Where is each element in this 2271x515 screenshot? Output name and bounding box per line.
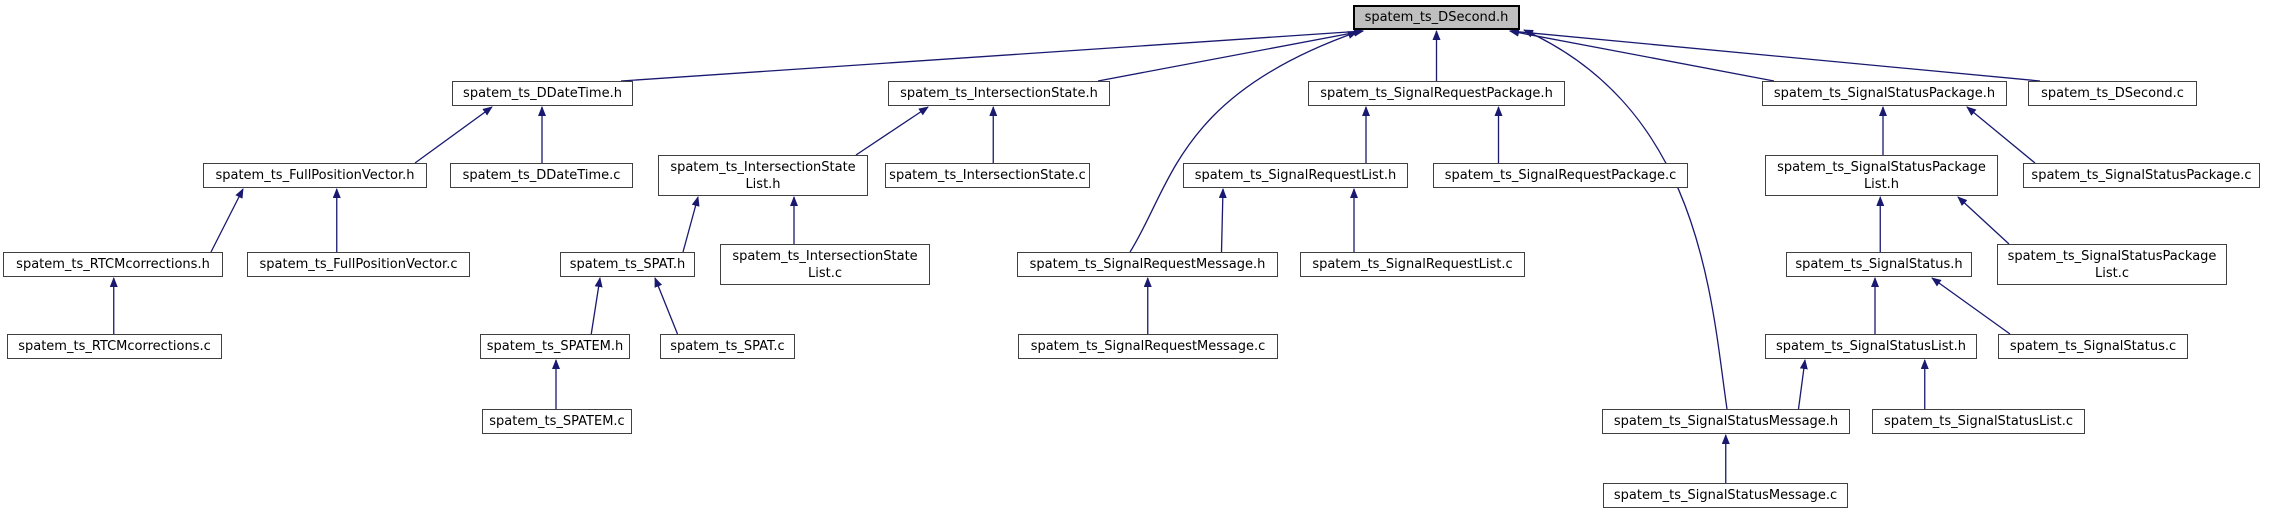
graph-node-label: spatem_ts_SignalStatusPackage.c [2031, 168, 2252, 183]
graph-node-signalstatuspackage-h[interactable]: spatem_ts_SignalStatusPackage.h [1762, 81, 2007, 106]
edge-rtcmcorrections-h-to-fullpositionvector-h [210, 188, 244, 253]
graph-node-label: spatem_ts_SignalStatus.c [2009, 339, 2177, 354]
edge-group [109, 27, 2041, 483]
graph-node-label: spatem_ts_IntersectionState [732, 248, 918, 264]
edge-dsecond-c-to-dsecond-h [1509, 27, 2041, 82]
graph-node-signalstatusmessage-c[interactable]: spatem_ts_SignalStatusMessage.c [1603, 483, 1848, 508]
graph-node-label: spatem_ts_FullPositionVector.c [259, 257, 458, 272]
graph-node-intersectionstate-c[interactable]: spatem_ts_IntersectionState.c [885, 163, 1090, 188]
graph-node-label: spatem_ts_SignalStatus.h [1795, 257, 1963, 272]
graph-node-label: spatem_ts_SignalRequestMessage.c [1030, 339, 1266, 354]
graph-node-spatem-c[interactable]: spatem_ts_SPATEM.c [482, 409, 632, 434]
edge-signalstatuspackage-c-to-signalstatuspackage-h [1966, 106, 2036, 164]
graph-node-label: spatem_ts_SignalStatusList.h [1775, 339, 1967, 354]
graph-node-signalstatuslist-c[interactable]: spatem_ts_SignalStatusList.c [1872, 409, 2085, 434]
graph-node-label: spatem_ts_IntersectionState [670, 159, 856, 175]
graph-node-signalstatus-h[interactable]: spatem_ts_SignalStatus.h [1786, 252, 1972, 277]
graph-node-label: spatem_ts_RTCMcorrections.h [16, 257, 210, 272]
graph-node-dsecond-c[interactable]: spatem_ts_DSecond.c [2028, 81, 2197, 106]
edge-signalstatusmessage-h-to-signalstatuslist-h [1797, 359, 1808, 410]
graph-node-label: spatem_ts_SPAT.h [569, 257, 686, 272]
graph-node-label: spatem_ts_SignalStatusMessage.h [1613, 414, 1839, 429]
graph-node-ddatetime-h[interactable]: spatem_ts_DDateTime.h [452, 81, 633, 106]
graph-node-label: spatem_ts_SignalRequestPackage.h [1320, 86, 1553, 101]
graph-node-label: spatem_ts_SignalRequestMessage.h [1029, 257, 1266, 272]
graph-node-signalrequestlist-c[interactable]: spatem_ts_SignalRequestList.c [1300, 252, 1525, 277]
graph-node-label: spatem_ts_SignalStatusMessage.c [1613, 488, 1838, 503]
graph-node-label: spatem_ts_SPAT.c [670, 339, 785, 354]
graph-node-signalrequestmessage-c[interactable]: spatem_ts_SignalRequestMessage.c [1018, 334, 1278, 359]
graph-node-spatem-h[interactable]: spatem_ts_SPATEM.h [480, 334, 630, 359]
graph-node-label: List.h [745, 176, 781, 192]
graph-node-signalrequestlist-h[interactable]: spatem_ts_SignalRequestList.h [1183, 163, 1408, 188]
graph-node-signalrequestpackage-c[interactable]: spatem_ts_SignalRequestPackage.c [1433, 163, 1688, 188]
graph-node-label: spatem_ts_SignalStatusList.c [1884, 414, 2073, 429]
graph-node-label: spatem_ts_SPATEM.h [486, 339, 624, 354]
graph-node-label: spatem_ts_SignalRequestList.c [1312, 257, 1513, 272]
graph-node-label: spatem_ts_IntersectionState.c [889, 168, 1086, 183]
graph-node-label: spatem_ts_DSecond.h [1364, 10, 1509, 25]
graph-node-label: List.c [807, 265, 842, 281]
edge-signalrequestmessage-h-to-dsecond-h [1129, 31, 1358, 253]
graph-node-signalstatuspackage-c[interactable]: spatem_ts_SignalStatusPackage.c [2023, 163, 2260, 188]
edge-intersectionstate-h-to-dsecond-h [1097, 28, 1364, 82]
edge-signalrequestmessage-h-to-signalrequestlist-h [1218, 188, 1227, 253]
graph-node-label: spatem_ts_FullPositionVector.h [215, 168, 415, 183]
graph-node-rtcmcorrections-h[interactable]: spatem_ts_RTCMcorrections.h [3, 252, 223, 277]
graph-node-label: spatem_ts_IntersectionState.h [900, 86, 1098, 101]
edge-signalstatusmessage-h-to-dsecond-h [1523, 29, 1728, 410]
graph-node-label: spatem_ts_SignalRequestList.h [1194, 168, 1397, 183]
edge-fullpositionvector-h-to-ddatetime-h [414, 106, 493, 164]
graph-node-signalrequestmessage-h[interactable]: spatem_ts_SignalRequestMessage.h [1017, 252, 1278, 277]
graph-node-signalrequestpackage-h[interactable]: spatem_ts_SignalRequestPackage.h [1308, 81, 1565, 106]
graph-node-label: List.h [1863, 176, 1900, 192]
graph-node-label: List.c [2094, 265, 2129, 281]
graph-node-signalstatus-c[interactable]: spatem_ts_SignalStatus.c [1998, 334, 2188, 359]
graph-node-dsecond-h[interactable]: spatem_ts_DSecond.h [1353, 5, 1520, 30]
graph-node-signalstatusmessage-h[interactable]: spatem_ts_SignalStatusMessage.h [1602, 409, 1850, 434]
graph-node-intersectionstate-h[interactable]: spatem_ts_IntersectionState.h [888, 81, 1110, 106]
graph-node-label: spatem_ts_SignalStatusPackage [2007, 248, 2217, 264]
graph-node-signalstatuslist-h[interactable]: spatem_ts_SignalStatusList.h [1765, 334, 1977, 359]
graph-node-label: spatem_ts_SignalRequestPackage.c [1444, 168, 1677, 183]
graph-node-label: spatem_ts_RTCMcorrections.c [18, 339, 211, 354]
edge-signalstatus-c-to-signalstatus-h [1931, 277, 2011, 335]
graph-node-label: spatem_ts_DDateTime.h [463, 86, 622, 101]
edge-spat-c-to-spat-h [654, 277, 679, 335]
graph-node-rtcmcorrections-c[interactable]: spatem_ts_RTCMcorrections.c [7, 334, 222, 359]
edge-signalstatuspackagelist-c-to-signalstatuspackagelist-h [1957, 196, 2010, 245]
graph-node-spat-h[interactable]: spatem_ts_SPAT.h [560, 252, 695, 277]
graph-node-ddatetime-c[interactable]: spatem_ts_DDateTime.c [450, 163, 633, 188]
graph-node-label: spatem_ts_SignalStatusPackage.h [1773, 86, 1996, 101]
graph-node-label: spatem_ts_DDateTime.c [462, 168, 621, 183]
edge-signalstatuspackage-h-to-dsecond-h [1509, 28, 1775, 82]
edge-intersectionstatelist-h-to-intersectionstate-h [855, 106, 929, 156]
graph-node-spat-c[interactable]: spatem_ts_SPAT.c [660, 334, 795, 359]
graph-node-label: spatem_ts_DSecond.c [2041, 86, 2184, 101]
graph-node-fullpositionvector-h[interactable]: spatem_ts_FullPositionVector.h [203, 163, 427, 188]
graph-node-label: spatem_ts_SPATEM.c [489, 414, 625, 429]
edge-ddatetime-h-to-dsecond-h [620, 27, 1364, 82]
edge-spat-h-to-intersectionstatelist-h [682, 196, 700, 253]
graph-node-fullpositionvector-c[interactable]: spatem_ts_FullPositionVector.c [247, 252, 470, 277]
graph-node-label: spatem_ts_SignalStatusPackage [1777, 159, 1986, 175]
edge-spatem-h-to-spat-h [590, 277, 603, 335]
